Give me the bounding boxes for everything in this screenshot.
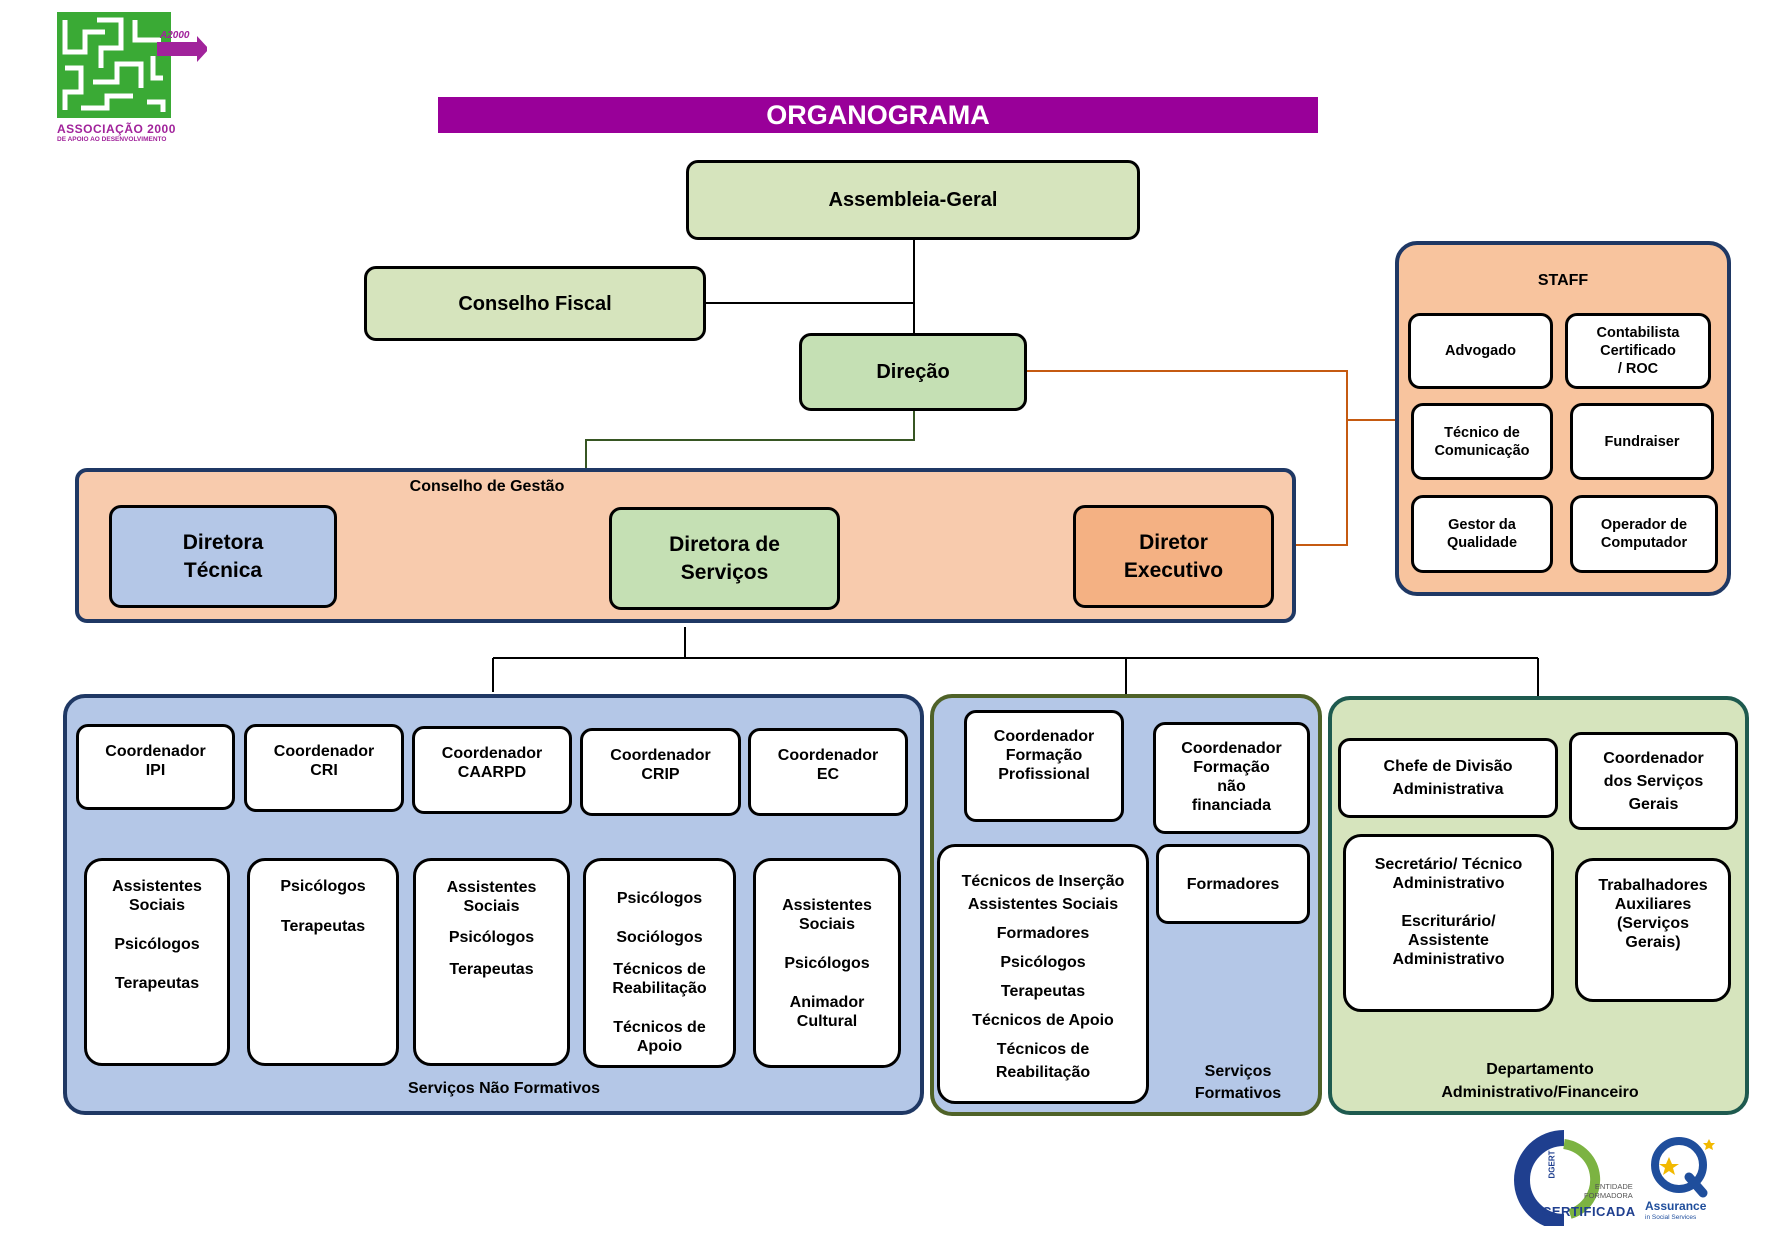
conselho-fiscal-label: Conselho Fiscal (458, 292, 612, 315)
staff-role: Terapeutas (1000, 983, 1086, 1000)
staff-role: Assistentes Sociais (446, 879, 537, 915)
staff-item: Contabilista Certificado / ROC (1565, 313, 1711, 389)
staff-item-label: Advogado (1445, 343, 1516, 359)
coordinator-box: Coordenador CRI (244, 724, 404, 812)
staff-item-label: Técnico de Comunicação (1434, 424, 1530, 459)
logo-text: ASSOCIAÇÃO 2000 (57, 122, 176, 136)
staff-list: Formadores (1156, 844, 1310, 924)
staff-item: Gestor da Qualidade (1411, 495, 1553, 573)
maze-logo-icon (57, 12, 209, 118)
staff-role: Técnicos de Apoio (613, 1019, 706, 1055)
staff-role: Técnicos de Reabilitação (995, 1041, 1091, 1081)
staff-role: Psicólogos (448, 929, 535, 946)
certification-logo: DGERT ENTIDADE FORMADORA CERTIFICADA (1508, 1130, 1638, 1230)
direcao-label: Direção (876, 361, 950, 383)
staff-item-label: Contabilista Certificado / ROC (1596, 325, 1680, 377)
staff-list: Trabalhadores Auxiliares (Serviços Gerai… (1575, 858, 1731, 1002)
coordinator-label: Coordenador IPI (105, 743, 206, 779)
cert-small: ENTIDADE FORMADORA (1584, 1182, 1633, 1200)
logo-badge: A2000 (160, 30, 190, 41)
coordinator-label: Coordenador CRIP (610, 747, 711, 783)
staff-role: Sociólogos (616, 929, 703, 946)
association-logo: A2000 ASSOCIAÇÃO 2000 DE APOIO AO DESENV… (57, 12, 209, 146)
assembleia-geral-box: Assembleia-Geral (686, 160, 1140, 240)
diretor-executivo-box: Diretor Executivo (1073, 505, 1274, 608)
chefe-divisao-box: Chefe de Divisão Administrativa (1338, 738, 1558, 818)
coordinator-label: Coordenador EC (777, 747, 879, 783)
staff-role: Trabalhadores Auxiliares (Serviços Gerai… (1598, 877, 1708, 951)
assurance-q-icon (1651, 1137, 1715, 1198)
staff-role: Técnicos de Apoio (972, 1012, 1114, 1029)
staff-role: Formadores (996, 925, 1090, 942)
formativos-label: Serviços Formativos (1194, 1063, 1282, 1102)
staff-item-label: Gestor da Qualidade (1446, 517, 1518, 551)
diretor-executivo-label: Diretor Executivo (1123, 530, 1224, 582)
title-bar: ORGANOGRAMA (438, 97, 1318, 133)
staff-list: Assistentes Sociais Psicólogos Animador … (753, 858, 901, 1068)
staff-role: Animador Cultural (789, 994, 865, 1030)
coordinator-box: Coordenador IPI (76, 724, 235, 810)
conselho-fiscal-box: Conselho Fiscal (364, 266, 706, 341)
administrativo-label: Departamento Administrativo/Financeiro (1441, 1061, 1639, 1101)
conselho-gestao-title: Conselho de Gestão (409, 478, 565, 495)
assurance-text: Assurance (1645, 1199, 1707, 1213)
staff-item: Fundraiser (1570, 403, 1714, 480)
coordinator-box: Coordenador CRIP (580, 728, 741, 816)
cert-big: CERTIFICADA (1542, 1204, 1636, 1219)
staff-list: Psicólogos Terapeutas (247, 858, 399, 1066)
staff-list: Assistentes Sociais Psicólogos Terapeuta… (84, 858, 230, 1066)
staff-list: Assistentes Sociais Psicólogos Terapeuta… (413, 858, 570, 1066)
staff-item: Operador de Computador (1570, 495, 1718, 573)
coordinator-label: Coordenador dos Serviços Gerais (1603, 749, 1704, 813)
staff-role: Psicólogos (1000, 954, 1086, 971)
staff-role: Escriturário/ Assistente Administrativo (1392, 913, 1505, 968)
staff-role: Terapeutas (449, 961, 534, 978)
staff-item: Técnico de Comunicação (1411, 403, 1553, 480)
staff-item-label: Fundraiser (1604, 433, 1680, 450)
staff-role: Assistentes Sociais (782, 897, 872, 933)
staff-role: Secretário/ Técnico Administrativo (1374, 856, 1523, 892)
diretora-servicos-box: Diretora de Serviços (609, 507, 840, 610)
assurance-subtext: in Social Services (1645, 1214, 1697, 1221)
coordinator-label: Coordenador Formação Profissional (993, 728, 1095, 783)
assurance-logo: Assurance in Social Services (1645, 1135, 1725, 1225)
coordinator-box: Coordenador CAARPD (412, 726, 572, 814)
staff-list: Psicólogos Sociólogos Técnicos de Reabil… (583, 858, 736, 1068)
staff-title: STAFF (1537, 272, 1589, 289)
logo-subtext: DE APOIO AO DESENVOLVIMENTO (57, 136, 167, 143)
staff-role: Técnicos de Inserção Assistentes Sociais (961, 873, 1125, 913)
staff-role: Técnicos de Reabilitação (612, 961, 707, 997)
assembleia-geral-label: Assembleia-Geral (828, 189, 998, 211)
staff-role: Formadores (1186, 875, 1280, 893)
staff-list: Secretário/ Técnico Administrativo Escri… (1343, 834, 1554, 1012)
coordinator-label: Coordenador Formação não financiada (1181, 740, 1282, 814)
chefe-divisao-label: Chefe de Divisão Administrativa (1383, 758, 1513, 798)
staff-role: Terapeutas (280, 918, 366, 935)
staff-item: Advogado (1408, 313, 1553, 389)
staff-role: Psicólogos (280, 878, 366, 895)
certified-entity-icon (1514, 1130, 1601, 1230)
page-title: ORGANOGRAMA (766, 99, 990, 130)
staff-role: Terapeutas (114, 975, 200, 992)
staff-role: Psicólogos (114, 936, 200, 953)
coordinator-box: Coordenador dos Serviços Gerais (1569, 732, 1738, 830)
coordinator-label: Coordenador CAARPD (441, 745, 543, 781)
staff-list: Técnicos de Inserção Assistentes Sociais… (937, 844, 1149, 1104)
diretora-tecnica-box: Diretora Técnica (109, 505, 337, 608)
staff-role: Psicólogos (784, 955, 870, 972)
coordinator-box: Coordenador Formação não financiada (1153, 722, 1310, 834)
coordinator-box: Coordenador EC (748, 728, 908, 816)
diretora-servicos-label: Diretora de Serviços (669, 532, 780, 584)
cert-dgert: DGERT (1547, 1150, 1557, 1179)
coordinator-label: Coordenador CRI (273, 743, 375, 779)
staff-item-label: Operador de Computador (1600, 517, 1688, 551)
coordinator-box: Coordenador Formação Profissional (964, 710, 1124, 822)
diretora-tecnica-label: Diretora Técnica (182, 530, 264, 582)
staff-role: Assistentes Sociais (112, 878, 202, 914)
nao-formativos-label: Serviços Não Formativos (407, 1080, 601, 1097)
direcao-box: Direção (799, 333, 1027, 411)
staff-role: Psicólogos (616, 890, 703, 907)
